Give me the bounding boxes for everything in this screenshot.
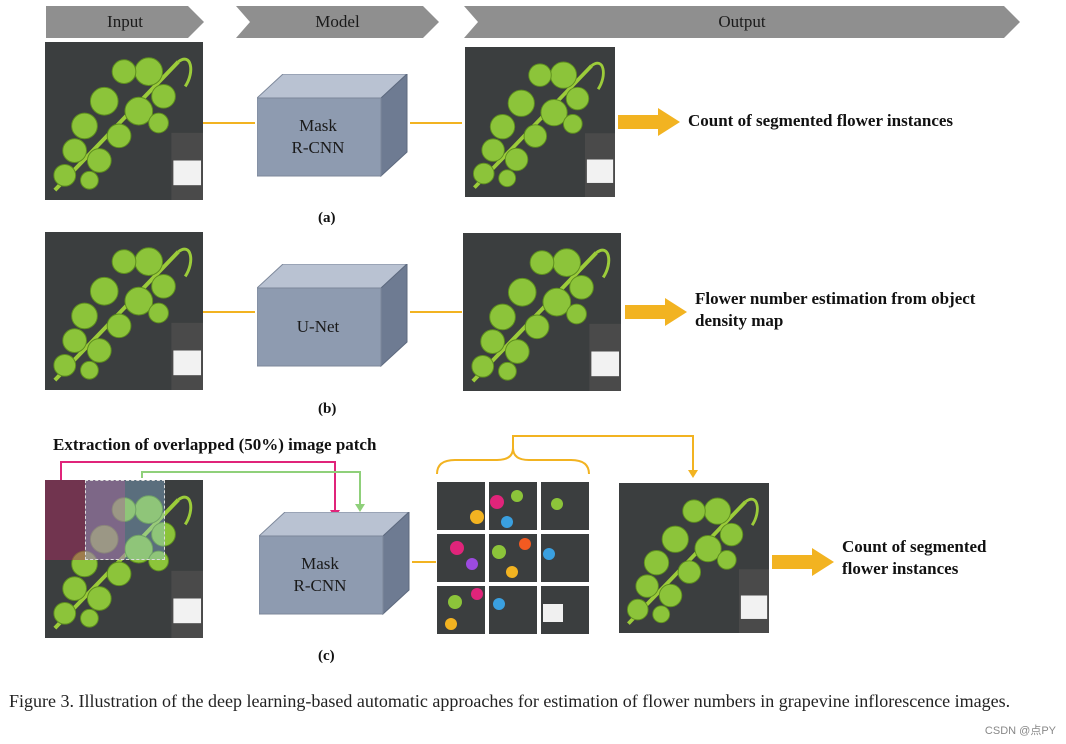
sublabel-b: (b) [318, 401, 337, 417]
patch-green-overlay [85, 480, 165, 560]
big-arrow-b [625, 298, 687, 326]
patch-extraction-text: Extraction of overlapped (50%) image pat… [53, 435, 377, 454]
output-text-b: Flower number estimation from object den… [695, 289, 976, 330]
model-box-a: Mask R-CNN [257, 74, 409, 178]
sublabel-c: (c) [318, 648, 335, 664]
output-text-c: Count of segmented flower instances [842, 537, 987, 578]
patch-bracket-connector [436, 435, 698, 478]
arrow-input-to-model-b [203, 311, 255, 313]
arrow-model-to-patches-c [412, 561, 436, 563]
input-image-c [45, 480, 203, 638]
model-box-b: U-Net [257, 264, 409, 368]
header-output: Output [464, 6, 1020, 38]
big-arrow-a [618, 108, 680, 136]
arrow-input-to-model-a [203, 122, 255, 124]
output-image-a [465, 47, 615, 197]
output-image-b [463, 233, 621, 391]
segmented-patch-grid [437, 482, 591, 636]
sublabel-a: (a) [318, 210, 336, 226]
model-label-a: Mask R-CNN [291, 116, 345, 157]
arrow-model-to-output-b [410, 311, 462, 313]
arrow-model-to-output-a [410, 122, 462, 124]
input-image-a [45, 42, 203, 200]
model-label-c: Mask R-CNN [293, 554, 347, 595]
input-image-b [45, 232, 203, 390]
header-model: Model [236, 6, 439, 38]
model-box-c: Mask R-CNN [259, 512, 411, 616]
output-text-a: Count of segmented flower instances [688, 111, 954, 130]
model-label-b: U-Net [296, 317, 340, 336]
output-image-c [619, 483, 769, 633]
figure-caption: Figure 3. Illustration of the deep learn… [9, 691, 1011, 711]
header-input: Input [46, 6, 204, 38]
big-arrow-c [772, 548, 834, 576]
watermark: CSDN @点PY [984, 725, 1056, 737]
